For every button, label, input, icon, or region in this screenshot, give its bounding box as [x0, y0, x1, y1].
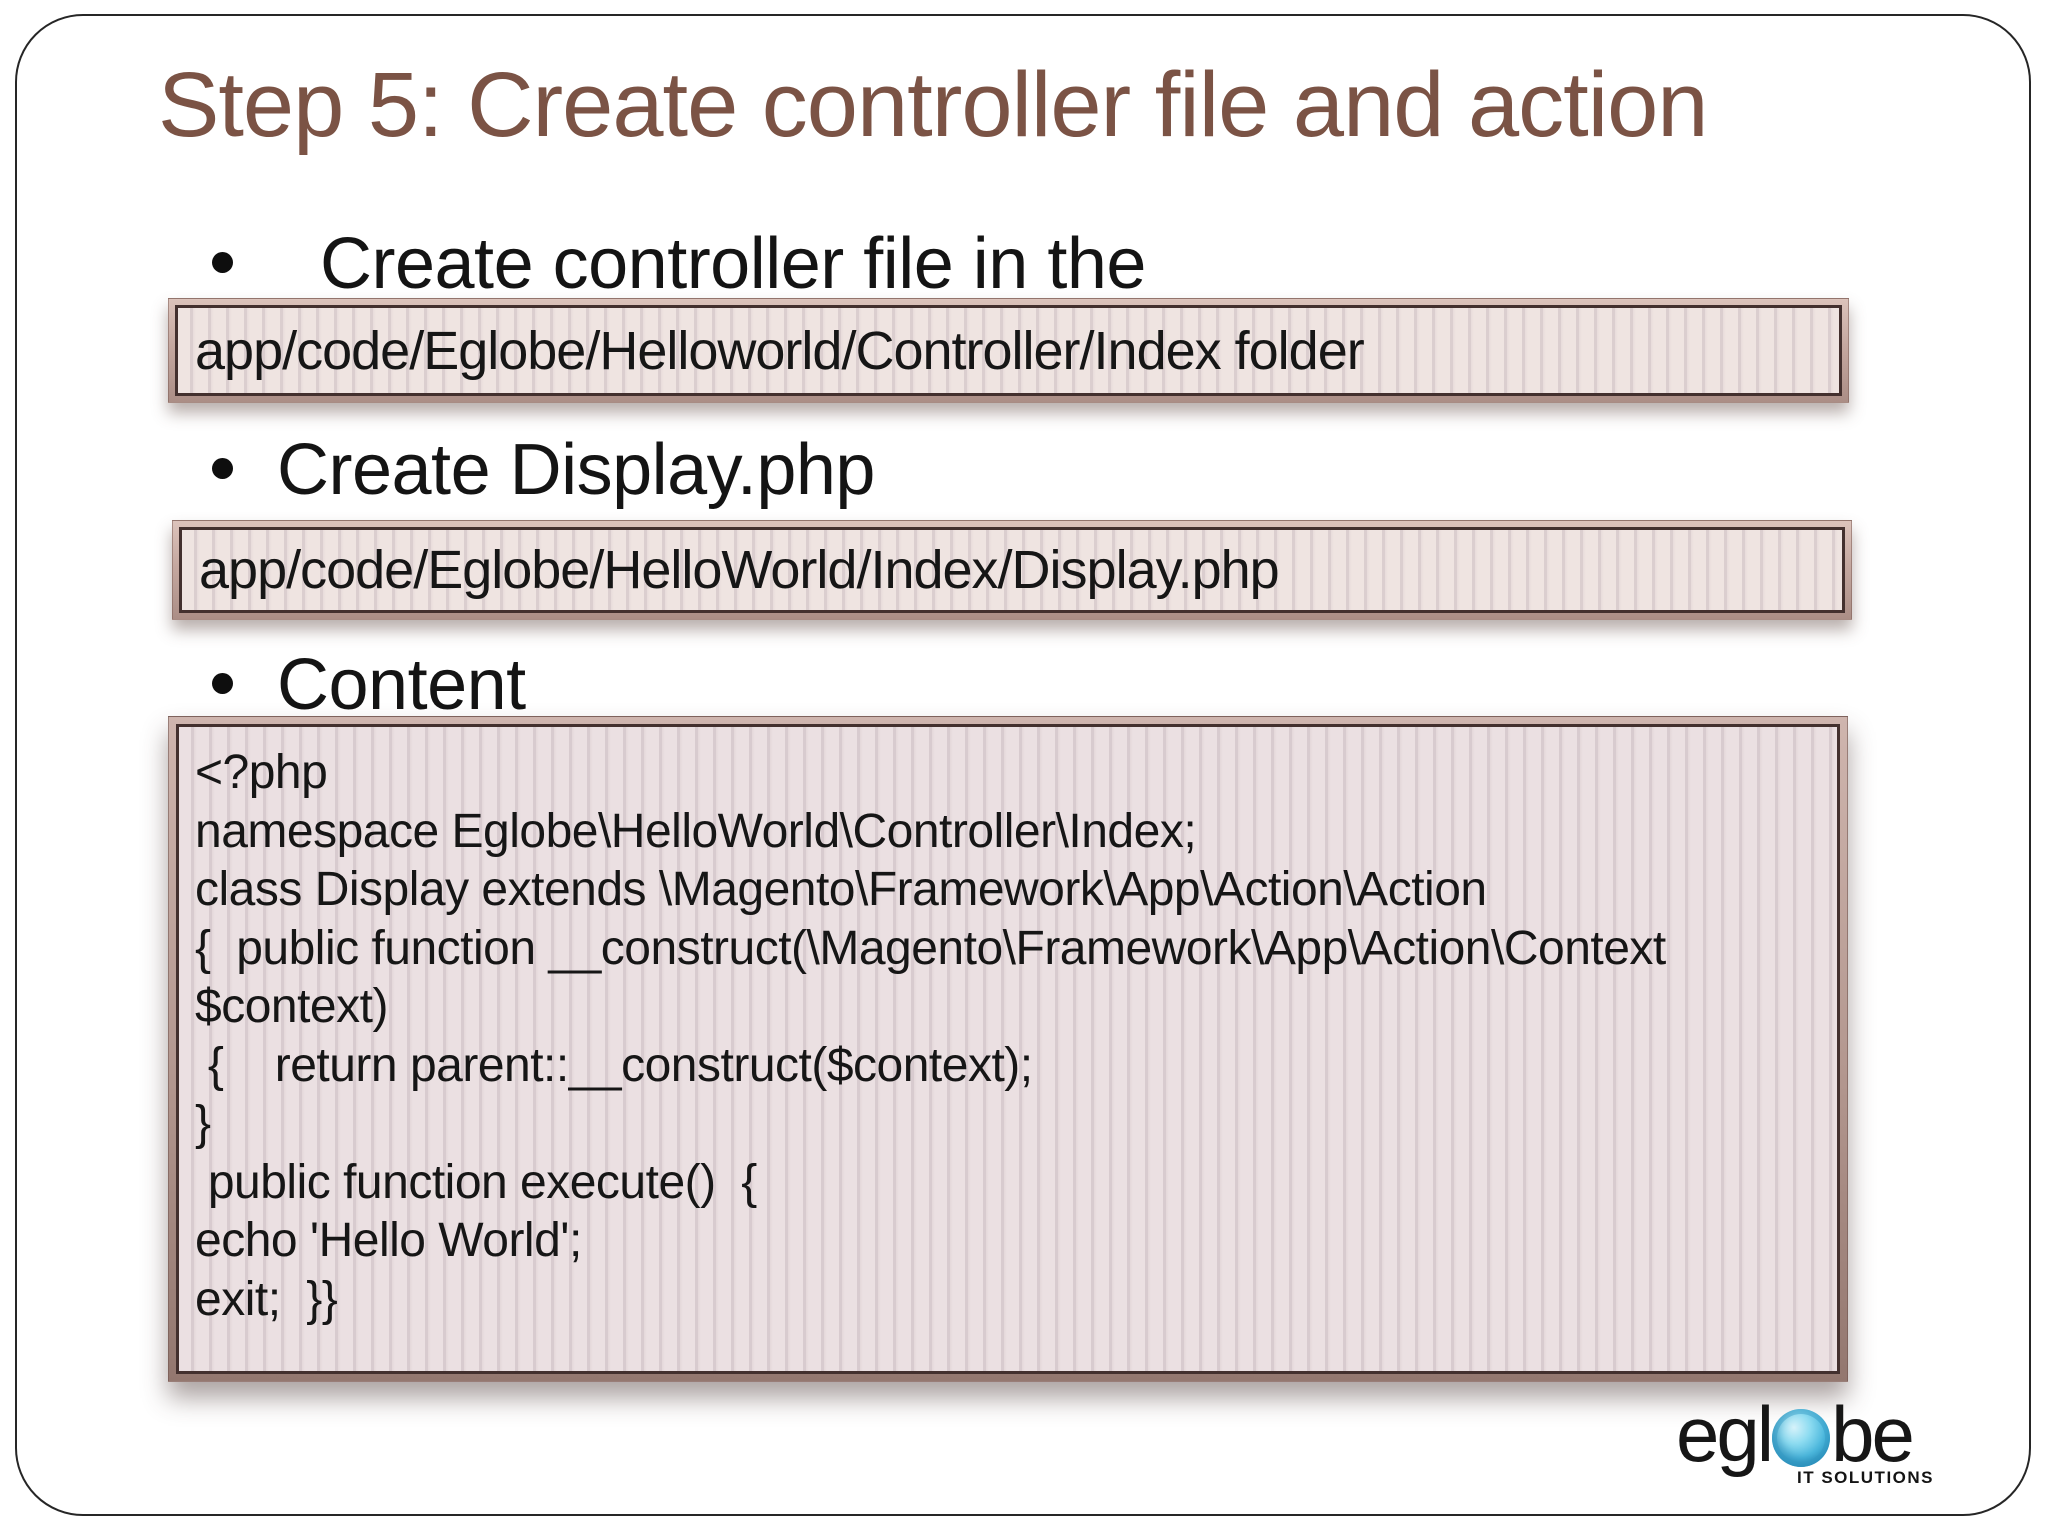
code-line: public function execute() { — [195, 1155, 758, 1209]
code-line: namespace Eglobe\HelloWorld\Controller\I… — [195, 804, 1197, 858]
code-line: echo 'Hello World'; — [195, 1214, 582, 1267]
path-box-1: app/code/Eglobe/Helloworld/Controller/In… — [168, 298, 1849, 403]
bullet-label-2: Create Display.php — [277, 430, 875, 510]
logo-tagline: IT SOLUTIONS — [1797, 1468, 1934, 1487]
bullet-label-1: Create controller file in the — [320, 224, 1146, 304]
code-box: <?php namespace Eglobe\HelloWorld\Contro… — [168, 716, 1848, 1382]
code-line: } — [195, 1097, 211, 1150]
code-line: { return parent::__construct($context); — [195, 1038, 1033, 1092]
code-line: class Display extends \Magento\Framework… — [195, 863, 1487, 916]
code-line: $context) — [195, 980, 388, 1033]
path-box-2: app/code/Eglobe/HelloWorld/Index/Display… — [172, 520, 1852, 620]
path-box-2-text: app/code/Eglobe/HelloWorld/Index/Display… — [199, 540, 1280, 600]
logo-text-prefix: egl — [1676, 1390, 1774, 1478]
slide-title: Step 5: Create controller file and actio… — [158, 54, 1708, 156]
path-box-2-inner: app/code/Eglobe/HelloWorld/Index/Display… — [179, 527, 1845, 613]
code-box-inner: <?php namespace Eglobe\HelloWorld\Contro… — [176, 724, 1840, 1374]
bullet-dot-icon — [212, 673, 233, 694]
bullet-dot-icon — [212, 458, 233, 479]
path-box-1-text: app/code/Eglobe/Helloworld/Controller/In… — [195, 320, 1365, 381]
code-line: { public function __construct(\Magento\F… — [195, 921, 1666, 975]
path-box-1-inner: app/code/Eglobe/Helloworld/Controller/In… — [175, 305, 1842, 396]
bullet-label-3: Content — [277, 645, 526, 725]
globe-icon — [1772, 1409, 1831, 1467]
logo-text-suffix: be — [1831, 1390, 1915, 1478]
bullet-dot-icon — [212, 252, 233, 273]
code-line: exit; }} — [195, 1272, 338, 1326]
code-line: <?php — [195, 746, 328, 799]
